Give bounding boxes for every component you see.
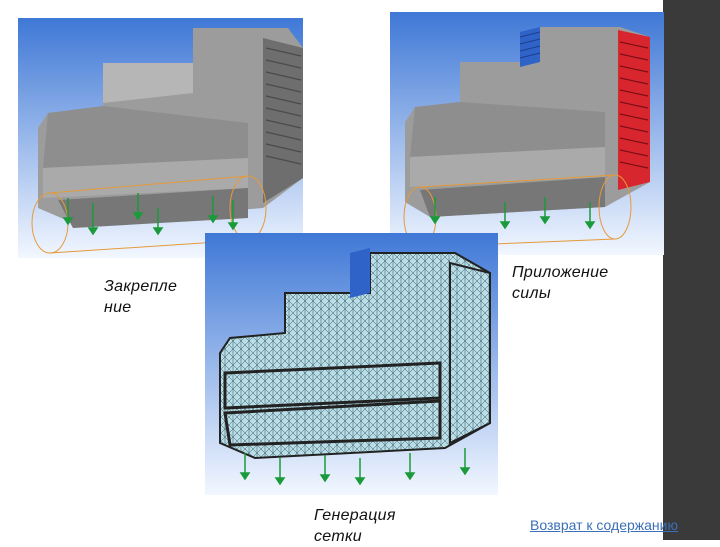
fixation-model-image bbox=[18, 18, 303, 258]
back-to-contents-link[interactable]: Возврат к содержанию bbox=[530, 517, 678, 533]
force-model-image bbox=[390, 12, 664, 255]
fixation-caption: Закрепление bbox=[104, 278, 178, 316]
mesh-caption: Генерация сетки bbox=[314, 507, 396, 545]
mesh-model-image bbox=[205, 233, 498, 495]
right-sidebar-bar bbox=[663, 0, 720, 540]
force-caption: Приложение силы bbox=[512, 264, 609, 302]
